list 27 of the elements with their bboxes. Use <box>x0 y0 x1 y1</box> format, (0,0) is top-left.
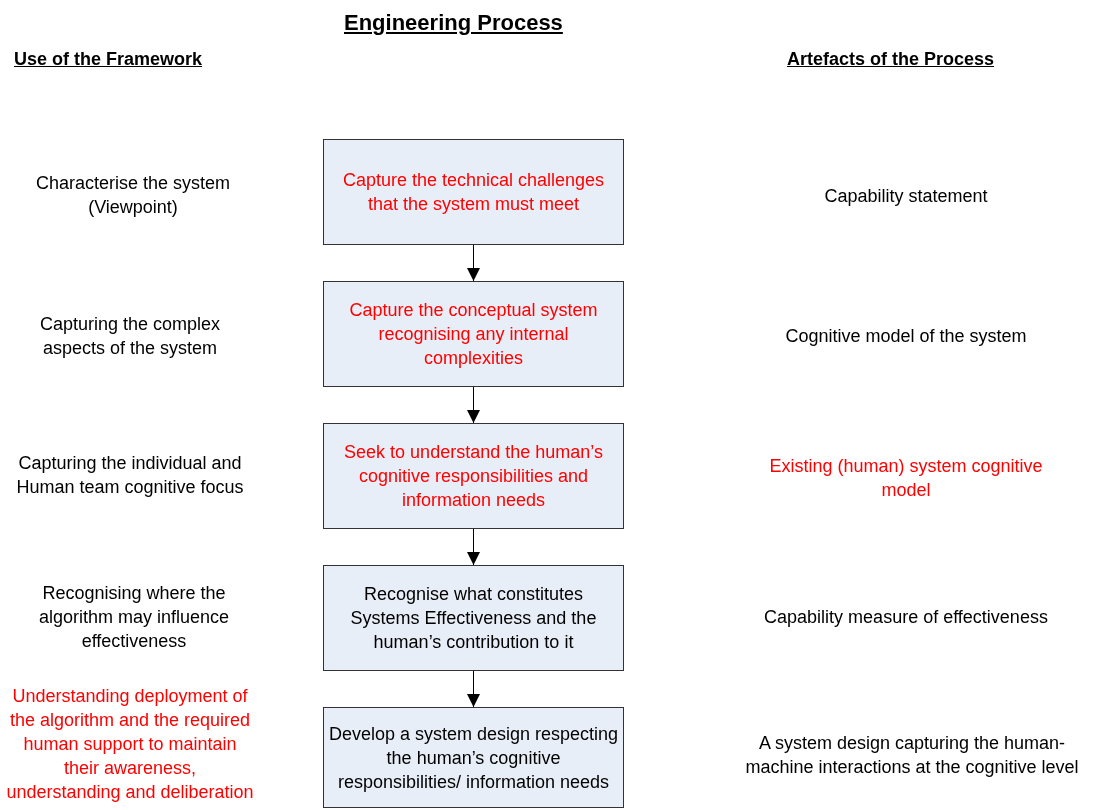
row-note: Capturing the complex aspects of the system <box>38 313 222 360</box>
row-note: Cognitive model of the system <box>784 325 1028 348</box>
row-note: Existing (human) system cognitive model <box>768 455 1044 502</box>
arrow <box>467 386 480 424</box>
row-note: Capturing the individual and Human team cognitive focus <box>15 452 245 499</box>
arrow <box>467 670 480 708</box>
process-text: Capture the technical challenges that the system must meet <box>341 169 606 216</box>
process-box <box>323 707 624 808</box>
process-box <box>323 139 624 245</box>
row-note: Capability statement <box>823 185 989 208</box>
arrow <box>467 244 480 282</box>
process-text: Recognise what constitutes Systems Effectiveness and the human’s contribution to it <box>349 583 598 654</box>
row-note: Capability measure of effectiveness <box>763 606 1049 629</box>
process-text: Seek to understand the human’s cognitive responsibilities and information needs <box>343 441 604 512</box>
arrow <box>467 528 480 566</box>
process-text: Develop a system design respecting the human’s cognitive responsibilities/ information needs <box>327 722 620 794</box>
column-heading: Artefacts of the Process <box>787 49 995 70</box>
process-text: Capture the conceptual system recognising any internal complexities <box>348 299 599 370</box>
process-box <box>323 281 624 387</box>
diagram-title: Engineering Process <box>344 10 563 36</box>
process-box <box>323 565 624 671</box>
row-note: Understanding deployment of the algorithm and the required human support to maintain their awareness, understanding and deliberation <box>5 685 255 804</box>
row-note: Characterise the system (Viewpoint) <box>34 172 232 219</box>
row-note: Recognising where the algorithm may influence effectiveness <box>37 582 231 653</box>
process-box <box>323 423 624 529</box>
column-heading: Use of the Framework <box>14 49 203 70</box>
row-note: A system design capturing the human-machine interactions at the cognitive level <box>744 732 1080 779</box>
